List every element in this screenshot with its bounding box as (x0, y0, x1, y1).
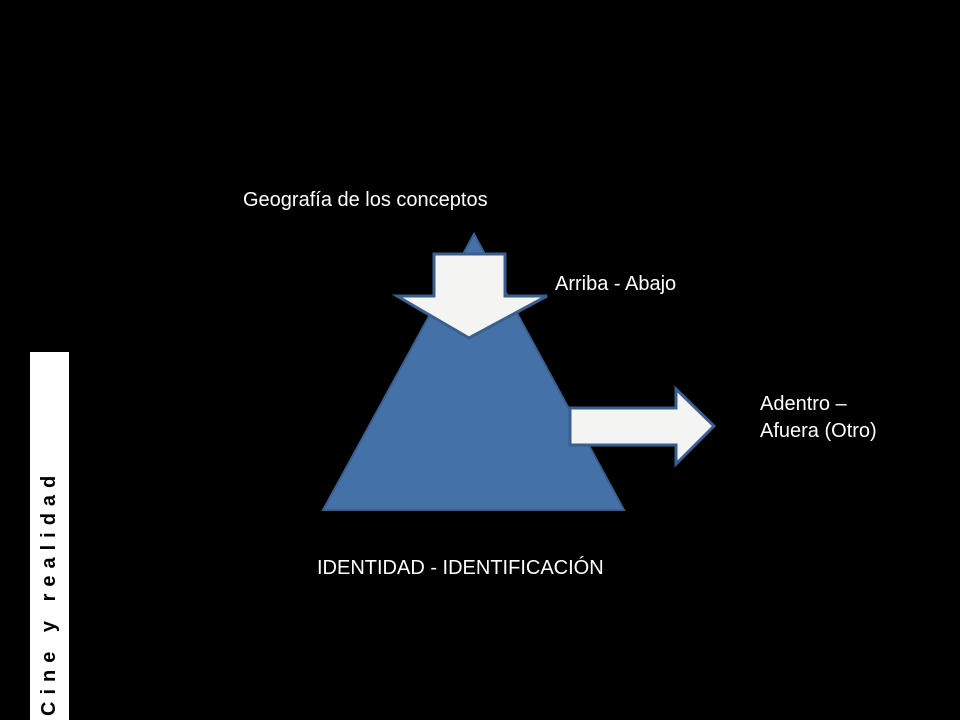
identity-triangle (321, 231, 626, 511)
right-arrow-label-line1: Adentro – (760, 393, 847, 415)
right-arrow-label-line2: Afuera (Otro) (760, 420, 877, 442)
diagram-title: Geografía de los conceptos (243, 189, 488, 211)
down-arrow (391, 252, 548, 340)
sidebar-vertical-title: Cine y realidad (38, 468, 60, 716)
right-arrow (568, 385, 717, 468)
sidebar-band (30, 352, 69, 720)
base-label: IDENTIDAD - IDENTIFICACIÓN (317, 557, 604, 579)
down-arrow-label: Arriba - Abajo (555, 273, 677, 295)
